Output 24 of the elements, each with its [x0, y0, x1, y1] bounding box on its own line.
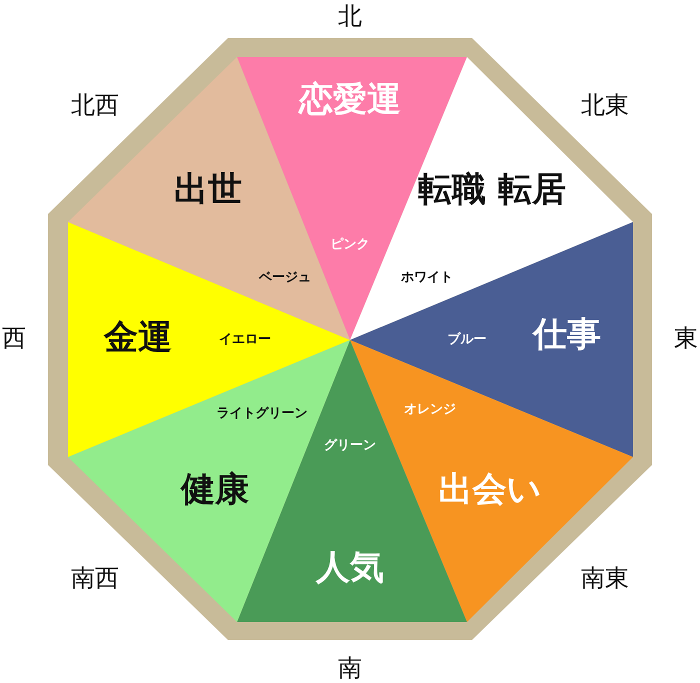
fortune-label: 健康 — [181, 471, 249, 509]
direction-label: 北 — [338, 2, 362, 30]
direction-label: 北西 — [71, 92, 119, 118]
color-name: ライトグリーン — [216, 406, 308, 422]
direction-label: 南 — [338, 654, 362, 682]
fortune-label: 金運 — [104, 319, 172, 357]
color-name: ホワイト — [401, 270, 453, 286]
color-name: グリーン — [324, 438, 376, 454]
fortune-label: 転職 転居 — [418, 171, 566, 209]
direction-label: 東 — [674, 324, 698, 352]
fortune-label: 人気 — [316, 549, 384, 587]
direction-label: 北東 — [581, 92, 629, 118]
direction-label: 南東 — [581, 564, 629, 592]
color-name: イエロー — [219, 332, 271, 348]
color-name: オレンジ — [404, 402, 456, 418]
color-name: ピンク — [330, 238, 370, 252]
fortune-label: 仕事 — [533, 316, 601, 354]
fortune-label: 出世 — [174, 171, 242, 209]
color-name: ブルー — [448, 332, 486, 348]
fortune-label: 恋愛運 — [299, 81, 401, 119]
direction-label: 南西 — [71, 564, 119, 592]
fortune-label: 出会い — [438, 471, 542, 509]
direction-label: 西 — [2, 324, 26, 352]
color-name: ベージュ — [259, 270, 311, 286]
